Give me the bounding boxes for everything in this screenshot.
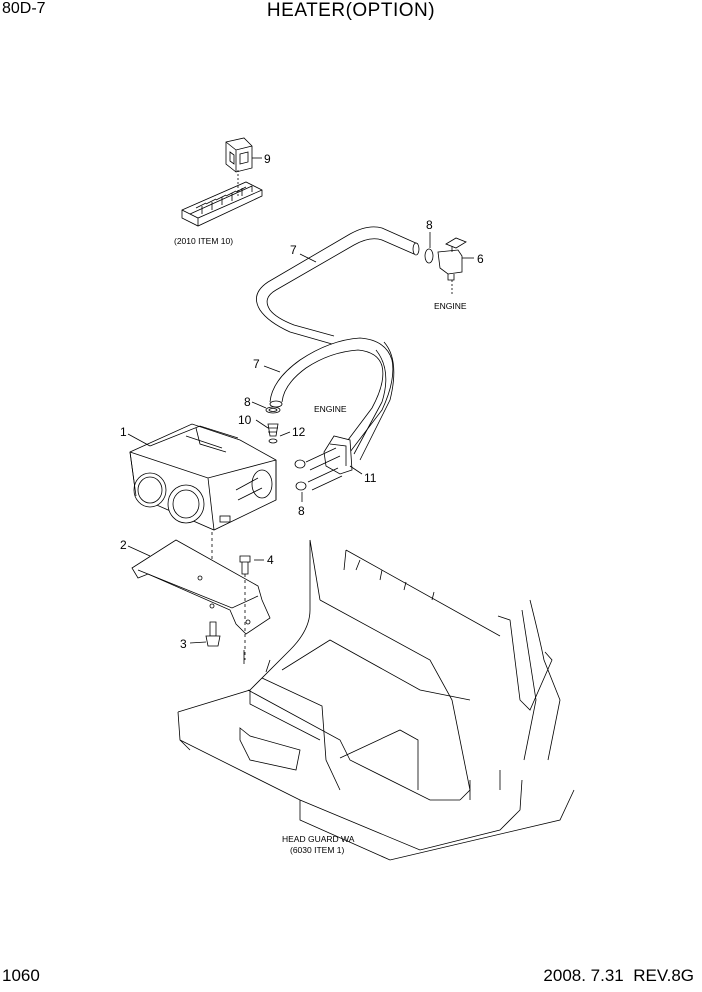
callout-2: 2 [120,538,127,552]
mounting-bracket [131,539,271,635]
heater-hose-lower [269,337,395,461]
hose-fittings [265,406,307,491]
head-guard-label-line1: HEAD GUARD WA [282,834,355,844]
page-title: HEATER(OPTION) [266,0,436,21]
callout-6: 6 [477,252,484,266]
switch-assembly [181,137,263,227]
callout-9: 9 [264,152,271,166]
callout-8-valve: 8 [426,218,433,232]
callout-1: 1 [120,425,127,439]
leader-lines [127,232,474,644]
engine-label-upper: ENGINE [434,301,467,311]
grommet-and-pipes [305,435,353,491]
callout-12: 12 [292,425,306,439]
bolt-3 [205,621,221,647]
engine-label-lower: ENGINE [314,404,347,414]
callout-3: 3 [180,637,187,651]
callout-11: 11 [364,471,377,485]
bolt-4 [239,555,251,660]
callout-8-lower: 8 [298,504,305,518]
page-number: 1060 [2,966,40,985]
callout-4: 4 [267,553,274,567]
head-guard-label-line2: (6030 ITEM 1) [290,845,344,855]
callout-10: 10 [238,413,252,427]
model-label: 80D-7 [2,0,46,17]
heater-unit [129,423,277,600]
revision-date: 2008. 7.31 REV.8G [543,966,694,985]
callout-7-lower: 7 [253,357,260,371]
callout-7-upper: 7 [290,243,297,257]
water-valve [424,237,467,294]
switch-ref-note: (2010 ITEM 10) [174,236,233,246]
callout-8-clamp: 8 [244,395,251,409]
heater-hose-upper [256,226,420,345]
head-guard-frame [177,539,575,861]
